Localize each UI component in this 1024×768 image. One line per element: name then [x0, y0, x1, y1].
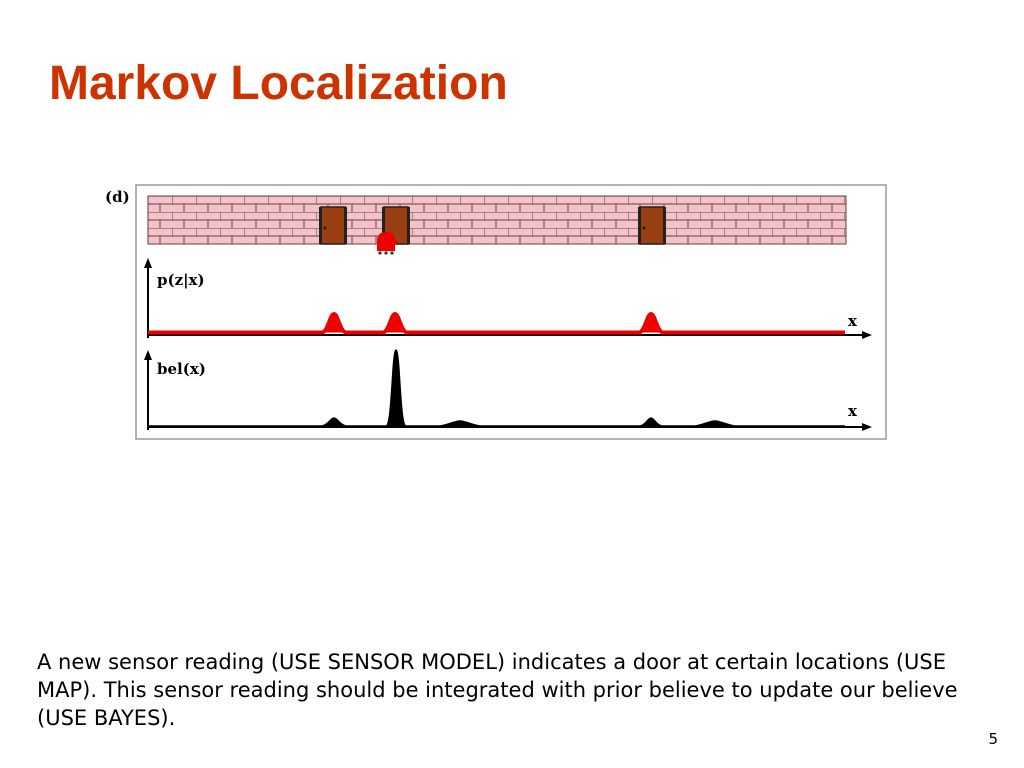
belief-plot: bel(x) x [144, 349, 872, 431]
markov-localization-figure: (d) [100, 180, 890, 442]
slide-body-text: A new sensor reading (USE SENSOR MODEL) … [37, 650, 958, 730]
sensor-curve [148, 311, 845, 335]
robot-icon [377, 232, 397, 255]
panel-label: (d) [105, 188, 130, 206]
p-ylabel: p(z|x) [157, 271, 205, 289]
slide-title: Markov Localization [49, 57, 508, 110]
p-xlabel: x [848, 312, 858, 330]
bel-x-arrow [862, 423, 872, 431]
door-3 [638, 206, 666, 245]
bel-ylabel: bel(x) [157, 360, 206, 378]
belief-curve [148, 349, 845, 427]
p-y-arrow [144, 258, 152, 268]
page-number: 5 [988, 730, 998, 748]
p-x-arrow [862, 331, 872, 339]
brick-wall [147, 195, 847, 245]
bel-y-arrow [144, 350, 152, 360]
bel-xlabel: x [848, 402, 858, 420]
sensor-model-plot: p(z|x) x [144, 258, 872, 339]
figure-svg: (d) [105, 184, 887, 440]
door-1 [319, 206, 347, 245]
